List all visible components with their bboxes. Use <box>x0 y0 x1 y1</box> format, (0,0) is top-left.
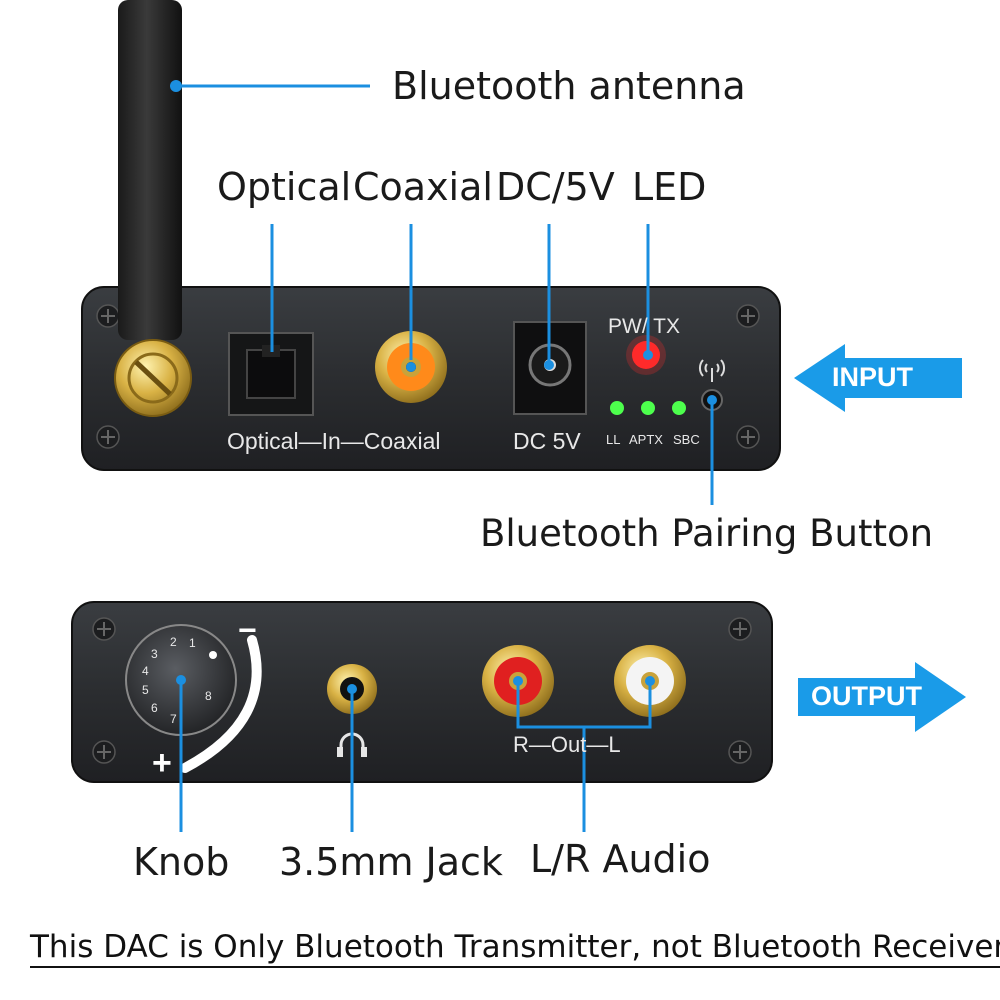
bluetooth-signal-icon <box>699 359 725 382</box>
input-arrow-label: INPUT <box>832 362 913 392</box>
sbc-led <box>672 401 686 415</box>
back-panel <box>71 601 773 783</box>
jack-callout: 3.5mm Jack <box>279 840 503 884</box>
output-arrow-label: OUTPUT <box>811 681 922 711</box>
volume-minus: − <box>238 612 257 648</box>
led-label-sbc: SBC <box>673 432 700 447</box>
knob-number: 2 <box>170 635 177 649</box>
led-label-aptx: APTX <box>629 432 663 447</box>
lr-audio-callout: L/R Audio <box>530 837 711 881</box>
ll-led <box>610 401 624 415</box>
output-arrow-icon <box>798 662 966 732</box>
knob-number: 7 <box>170 712 177 726</box>
dc-callout: DC/5V <box>496 165 615 209</box>
knob-number: 1 <box>189 636 196 650</box>
input-panel-label: Optical—In—Coaxial <box>227 428 441 454</box>
volume-plus: + <box>152 744 172 782</box>
knob-callout: Knob <box>133 840 230 884</box>
optical-callout: Optical <box>217 165 352 209</box>
knob-number: 3 <box>151 647 158 661</box>
coaxial-callout: Coaxial <box>353 165 493 209</box>
dc-panel-label: DC 5V <box>513 428 581 454</box>
knob-number: 8 <box>205 689 212 703</box>
antenna-callout: Bluetooth antenna <box>392 64 746 108</box>
aptx-led <box>641 401 655 415</box>
pw-tx-label: PW/ TX <box>608 315 680 338</box>
out-panel-label: R—Out—L <box>513 732 621 757</box>
input-arrow-icon <box>794 344 962 412</box>
knob-number: 6 <box>151 701 158 715</box>
volume-arc <box>180 635 262 773</box>
screw-icon <box>96 304 760 449</box>
knob-number: 5 <box>142 683 149 697</box>
antenna <box>118 0 182 340</box>
disclaimer-text: This DAC is Only Bluetooth Transmitter, … <box>30 930 1000 969</box>
led-label-ll: LL <box>606 432 621 447</box>
led-callout: LED <box>632 165 707 209</box>
knob-number: 4 <box>142 664 149 678</box>
pairing-callout: Bluetooth Pairing Button <box>480 512 934 555</box>
